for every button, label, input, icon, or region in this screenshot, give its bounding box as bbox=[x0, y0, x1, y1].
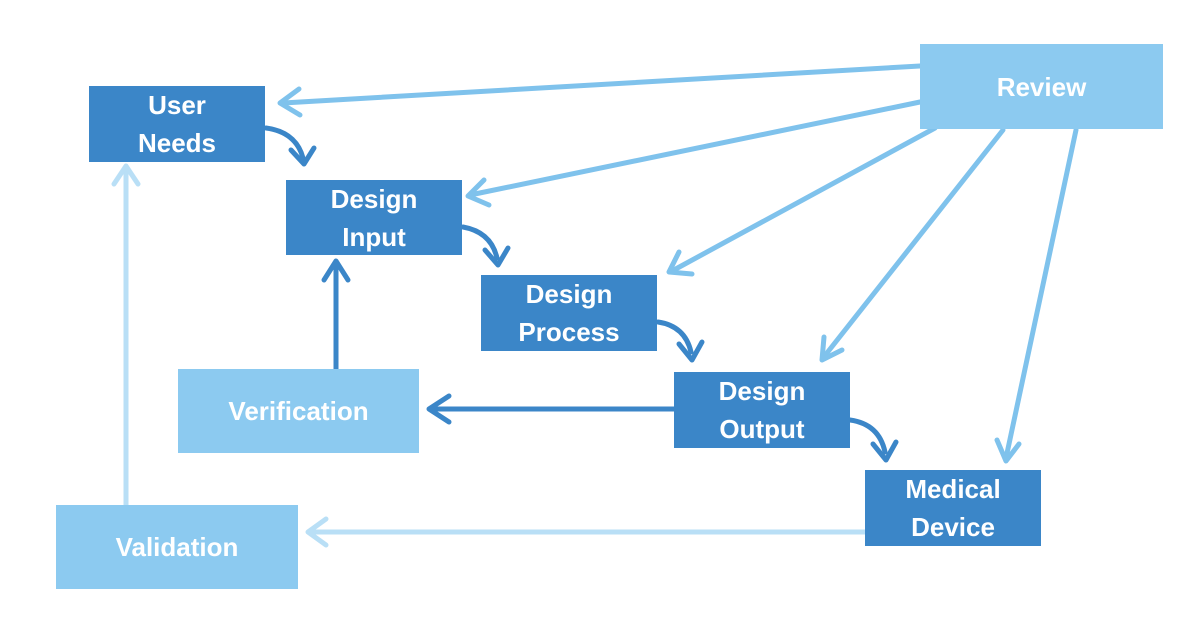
medical-device-label-line-2: Device bbox=[911, 512, 995, 542]
medical-device-to-validation-arrow bbox=[305, 516, 868, 548]
design-output-label-line-2: Output bbox=[719, 414, 805, 444]
validation-box: Validation bbox=[56, 505, 298, 589]
medical-device-label-line-1: Medical bbox=[905, 474, 1001, 504]
design-output-box: Design Output bbox=[674, 372, 850, 448]
validation-label: Validation bbox=[115, 532, 239, 562]
review-box: Review bbox=[920, 44, 1163, 129]
user-needs-to-design-input-arrow bbox=[263, 125, 317, 167]
design-process-label-line-2: Process bbox=[518, 317, 620, 347]
review-to-design-process-arrow bbox=[666, 125, 938, 277]
design-output-to-verification-arrow bbox=[426, 393, 678, 425]
design-output-to-medical-device-arrow bbox=[847, 417, 899, 463]
review-to-design-output-arrow bbox=[819, 127, 1006, 363]
design-input-label-line-1: Design bbox=[330, 183, 418, 214]
design-input-box: Design Input bbox=[286, 180, 462, 255]
design-input-label-line-2: Input bbox=[342, 221, 406, 252]
review-to-user-needs-arrow bbox=[277, 63, 923, 118]
design-output-label-line-1: Design bbox=[718, 376, 806, 406]
verification-box: Verification bbox=[178, 369, 419, 453]
verification-to-design-input-arrow bbox=[321, 258, 351, 373]
review-to-design-input-arrow bbox=[465, 99, 923, 208]
review-label: Review bbox=[996, 71, 1087, 102]
validation-to-user-needs-arrow bbox=[111, 163, 141, 508]
design-process-box: Design Process bbox=[481, 275, 657, 351]
user-needs-box: User Needs bbox=[89, 86, 265, 162]
design-process-to-design-output-arrow bbox=[655, 319, 705, 363]
user-needs-label-line-1: User bbox=[148, 90, 206, 120]
design-process-label-line-1: Design bbox=[525, 279, 613, 309]
user-needs-label-line-2: Needs bbox=[137, 128, 217, 158]
verification-label: Verification bbox=[228, 396, 369, 426]
design-input-to-design-process-arrow bbox=[460, 224, 511, 268]
review-to-medical-device-arrow bbox=[994, 127, 1079, 464]
medical-device-box: Medical Device bbox=[865, 470, 1041, 546]
